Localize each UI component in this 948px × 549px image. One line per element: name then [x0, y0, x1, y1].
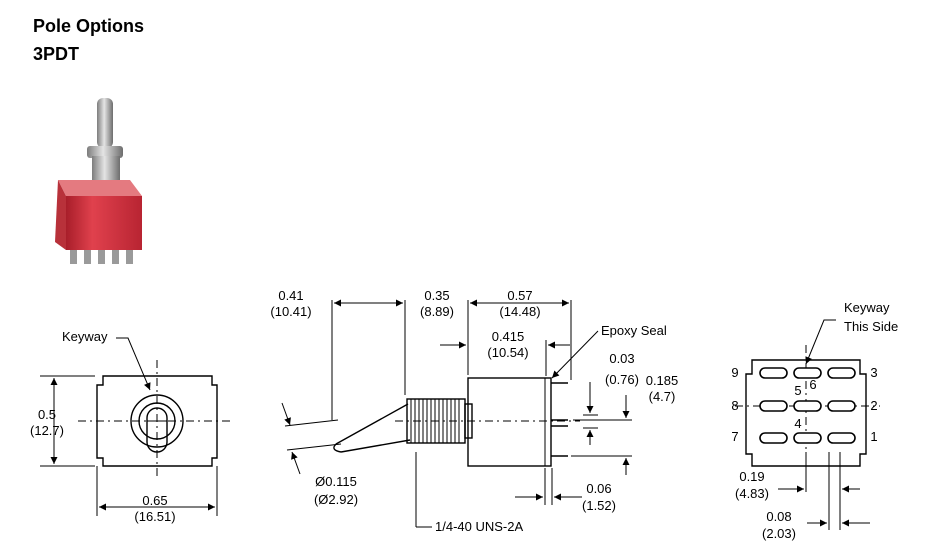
pin-5-label: 5: [794, 383, 801, 398]
front-view: [40, 337, 232, 516]
bottom-dim2-mm: (2.03): [762, 526, 796, 541]
front-keyway-label: Keyway: [62, 329, 108, 344]
side-dim6-inch: 0.185: [646, 373, 679, 388]
pin-2-label: 2: [870, 398, 877, 413]
front-height-mm: (12.7): [30, 423, 64, 438]
thread-label: 1/4-40 UNS-2A: [435, 519, 523, 534]
side-dim3-mm: (14.48): [499, 304, 540, 319]
bottom-keyway-label: Keyway: [844, 300, 890, 315]
side-dim4-mm: (10.54): [487, 345, 528, 360]
side-dim5-mm: (0.76): [605, 372, 639, 387]
pin-pads: [759, 367, 856, 444]
pin-8-label: 8: [731, 398, 738, 413]
bottom-dim1-mm: (4.83): [735, 486, 769, 501]
side-view: [281, 299, 632, 528]
side-dim2-inch: 0.35: [424, 288, 449, 303]
side-dim1-mm: (10.41): [270, 304, 311, 319]
front-width-inch: 0.65: [142, 493, 167, 508]
pin-1-label: 1: [870, 429, 877, 444]
side-dim4-inch: 0.415: [492, 329, 525, 344]
side-dim3-inch: 0.57: [507, 288, 532, 303]
bottom-this-side-label: This Side: [844, 319, 898, 334]
pin-7-label: 7: [731, 429, 738, 444]
bottom-view: [735, 319, 880, 530]
side-diameter-inch: Ø0.115: [315, 474, 357, 489]
pin-4-label: 4: [794, 416, 801, 431]
front-height-inch: 0.5: [38, 407, 56, 422]
side-diameter-mm: (Ø2.92): [314, 492, 358, 507]
pin-9-label: 9: [731, 365, 738, 380]
pin-3-label: 3: [870, 365, 877, 380]
side-dim1-inch: 0.41: [278, 288, 303, 303]
side-dim2-mm: (8.89): [420, 304, 454, 319]
epoxy-seal-label: Epoxy Seal: [601, 323, 667, 338]
heading-3pdt: 3PDT: [33, 44, 80, 64]
bottom-dim1-inch: 0.19: [739, 469, 764, 484]
heading-pole-options: Pole Options: [33, 16, 145, 36]
side-dim7-inch: 0.06: [586, 481, 611, 496]
side-dim6-mm: (4.7): [649, 389, 676, 404]
front-width-mm: (16.51): [134, 509, 175, 524]
pin-6-label: 6: [809, 377, 816, 392]
bottom-dim2-inch: 0.08: [766, 509, 791, 524]
side-dim5-inch: 0.03: [609, 351, 634, 366]
switch-photo: [55, 98, 142, 264]
side-dim7-mm: (1.52): [582, 498, 616, 513]
